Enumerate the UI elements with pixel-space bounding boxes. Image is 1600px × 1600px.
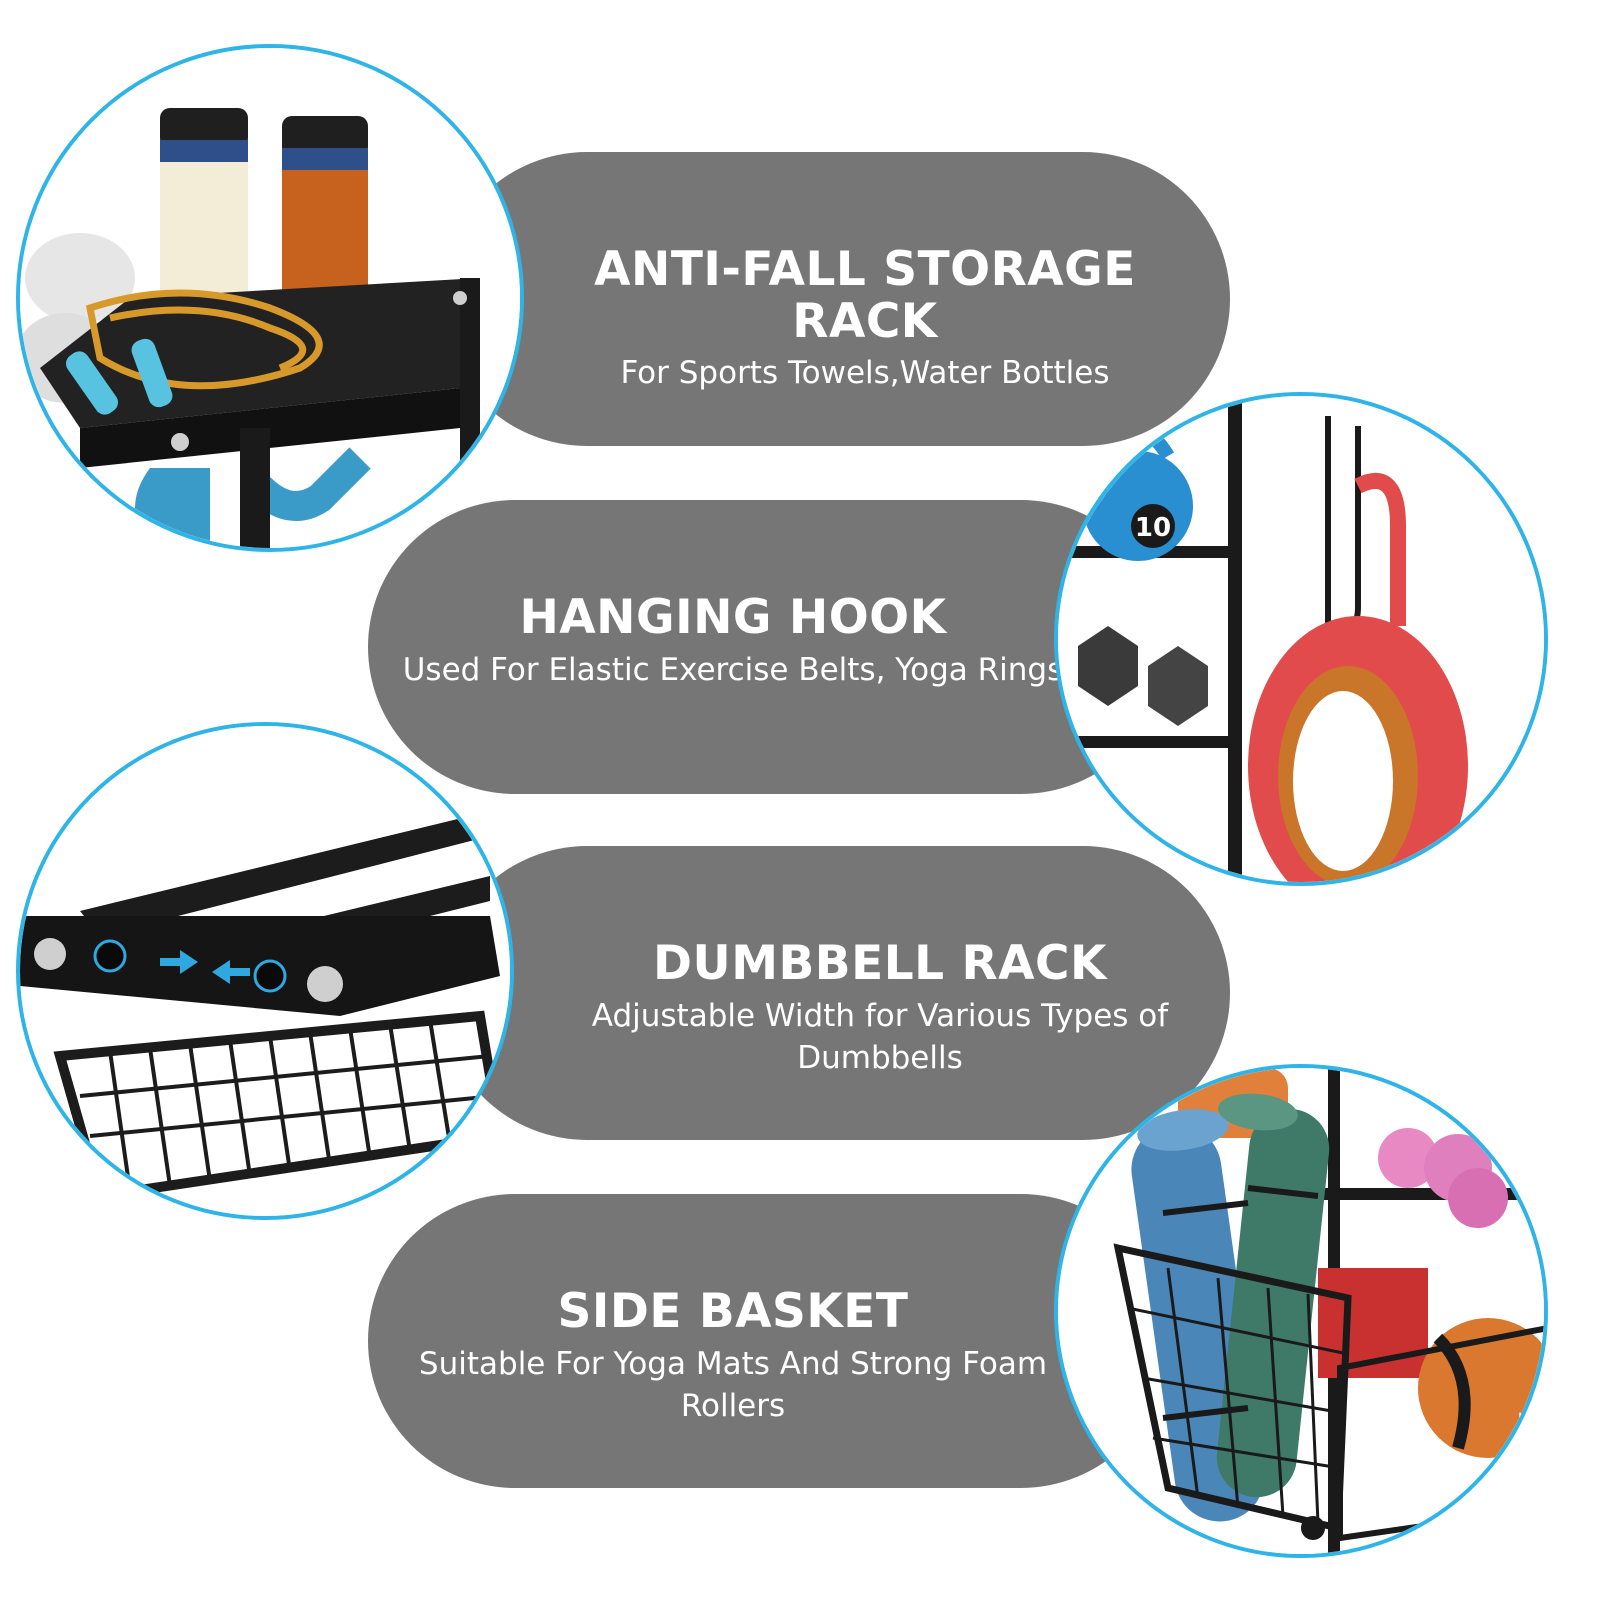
ball-weight-label: KG [1518, 1411, 1538, 1427]
feature-card-anti-fall: ANTI-FALL STORAGE RACK For Sports Towels… [440, 152, 1230, 446]
feature-title: DUMBBELL RACK [653, 936, 1107, 991]
side-basket-photo: KG [1054, 1064, 1548, 1558]
feature-title: HANGING HOOK [519, 590, 947, 645]
feature-title: SIDE BASKET [557, 1284, 909, 1339]
side-basket-illustration: KG [1058, 1068, 1544, 1554]
dumbbell-rack-illustration [20, 726, 510, 1216]
feature-title: ANTI-FALL STORAGE RACK [594, 242, 1136, 349]
storage-tray-photo [16, 44, 524, 552]
feature-subtitle: For Sports Towels,Water Bottles [620, 355, 1110, 392]
hanging-hook-photo: 10 [1054, 392, 1548, 886]
feature-subtitle: Used For Elastic Exercise Belts, Yoga Ri… [402, 651, 1064, 688]
storage-tray-illustration [20, 48, 520, 548]
dumbbell-rack-photo [16, 722, 514, 1220]
feature-card-side-basket: SIDE BASKET Suitable For Yoga Mats And S… [368, 1194, 1168, 1488]
hanging-hook-illustration: 10 [1058, 396, 1544, 882]
feature-subtitle: Adjustable Width for Various Types of Du… [591, 997, 1169, 1076]
feature-subtitle: Suitable For Yoga Mats And Strong Foam R… [418, 1345, 1048, 1424]
kettlebell-weight-label: 10 [1135, 513, 1171, 543]
